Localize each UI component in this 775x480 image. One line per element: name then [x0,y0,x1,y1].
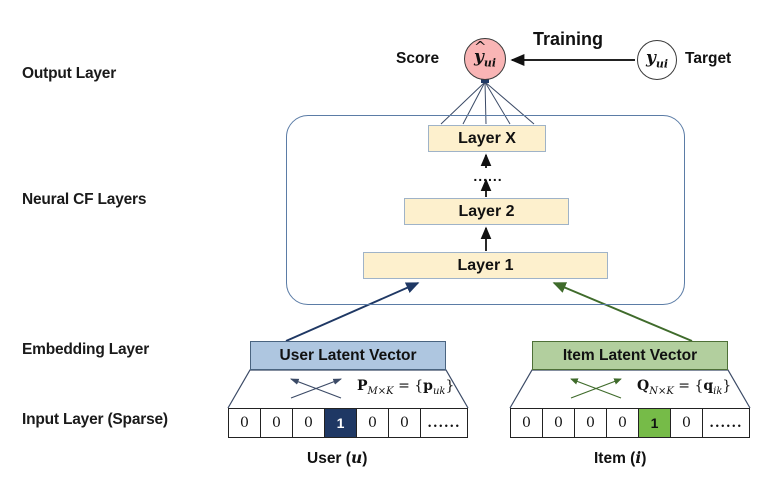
user-caption-symbol: u [350,448,363,467]
row-label-neural-cf-layers: Neural CF Layers [22,191,147,208]
user-vector-cell-3: 1 [325,409,357,437]
p-matrix-symbol: P [357,378,368,394]
q-matrix-dims: N×K [649,385,674,397]
row-label-output-layer: Output Layer [22,65,117,82]
neural-cf-container [286,115,685,305]
p-entry-symbol: p [423,378,433,394]
user-vector-cell-0: 0 [229,409,261,437]
item-vector-cell-1: 0 [543,409,575,437]
item-cross-arrow-1 [570,378,622,399]
item-vector-caption: Item (i) [594,448,646,468]
user-latent-vector-box[interactable]: User Latent Vector [250,341,446,370]
row-label-input-layer: Input Layer (Sparse) [22,411,168,428]
user-caption-suffix: ) [362,450,368,467]
q-equals: = [678,378,690,394]
layer-x-label: Layer X [458,129,516,147]
item-vector-cell-2: 0 [575,409,607,437]
row-label-embedding-layer: Embedding Layer [22,341,150,358]
item-caption-suffix: ) [641,450,647,467]
layer-1-label: Layer 1 [457,256,514,274]
score-subscript: ui [483,56,497,70]
score-symbol: ^yui [473,40,497,70]
item-caption-symbol: i [635,448,642,467]
layer-box-layer-2[interactable]: Layer 2 [404,198,569,225]
item-latent-vector-box[interactable]: Item Latent Vector [532,341,728,370]
predicted-score-node[interactable]: ^yui [464,38,506,80]
user-vector-cell-5: 0 [389,409,421,437]
target-symbol: yui [645,48,669,71]
user-vector-overflow-cell: ...... [427,415,461,431]
p-matrix-dims: M×K [367,385,394,397]
q-entry-symbol: q [703,378,714,394]
user-vector-caption: User (u) [307,448,367,468]
layer-ellipsis: ...... [473,168,503,184]
q-matrix-symbol: Q [637,378,650,394]
item-vector-cell-5: 0 [671,409,703,437]
target-symbol-letter: y [645,48,656,69]
training-label: Training [533,29,604,49]
item-cross-arrow-2 [570,378,622,399]
hat-accent: ^ [473,38,487,57]
user-vector-cell-2: 0 [293,409,325,437]
score-label: Score [396,50,440,67]
target-node[interactable]: yui [637,40,677,80]
layer-2-label: Layer 2 [458,202,515,220]
item-vector-cell-3: 0 [607,409,639,437]
user-vector-cell-4: 0 [357,409,389,437]
item-vector-overflow-cell: ...... [709,415,743,431]
item-embedding-matrix-note: QN×K = {qik} [637,378,732,397]
user-vector-cell-1: 0 [261,409,293,437]
p-entry-sub: uk [432,385,446,397]
q-entry-sub: ik [713,385,723,397]
item-caption-prefix: Item ( [594,450,636,467]
target-subscript: ui [655,57,669,71]
user-latent-label: User Latent Vector [279,346,417,364]
item-vector-cell-0: 0 [511,409,543,437]
item-latent-label: Item Latent Vector [562,346,698,364]
user-cross-arrow-1 [290,378,343,399]
p-equals: = [398,378,410,394]
target-label: Target [685,50,732,67]
user-embedding-matrix-note: PM×K = {puk} [357,378,455,397]
user-caption-prefix: User ( [307,450,351,467]
layer-box-layer-1[interactable]: Layer 1 [363,252,608,279]
score-symbol-letter: y [473,47,484,68]
user-cross-arrow-2 [289,378,342,399]
layer-box-layer-x[interactable]: Layer X [428,125,546,152]
item-vector-cell-4: 1 [639,409,671,437]
